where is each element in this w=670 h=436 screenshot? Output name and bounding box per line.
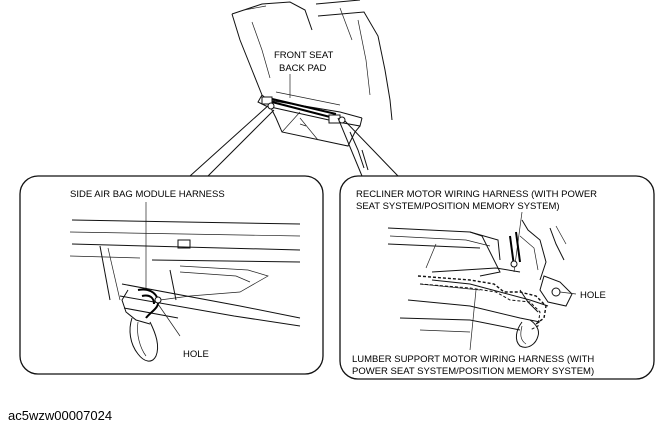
lumber-harness-leader xyxy=(469,289,477,351)
seat-back-illustration: FRONT SEAT BACK PAD xyxy=(231,0,393,171)
left-detail-panel: SIDE AIR BAG MODULE HARNESS HOLE xyxy=(19,175,324,375)
recliner-harness-label-line1: RECLINER MOTOR WIRING HARNESS (WITH POWE… xyxy=(356,189,597,200)
right-hole-leader xyxy=(559,291,577,295)
left-hole-label: HOLE xyxy=(183,349,209,360)
zoom-callout-lines xyxy=(189,102,399,177)
recliner-harness-label-line2: SEAT SYSTEM/POSITION MEMORY SYSTEM) xyxy=(356,201,560,212)
right-detail-panel: RECLINER MOTOR WIRING HARNESS (WITH POWE… xyxy=(339,175,655,380)
figure-code: ac5wzw00007024 xyxy=(8,408,112,423)
front-seat-back-pad-label-line2: BACK PAD xyxy=(279,63,326,74)
front-seat-back-pad-label-line1: FRONT SEAT xyxy=(274,50,333,61)
side-air-bag-harness-label: SIDE AIR BAG MODULE HARNESS xyxy=(70,189,225,200)
left-hole-leader xyxy=(157,303,181,337)
lumber-harness-label-line2: POWER SEAT SYSTEM/POSITION MEMORY SYSTEM… xyxy=(352,366,594,377)
lumber-harness-label-line1: LUMBER SUPPORT MOTOR WIRING HARNESS (WIT… xyxy=(352,354,594,365)
right-hole-label: HOLE xyxy=(580,290,606,301)
